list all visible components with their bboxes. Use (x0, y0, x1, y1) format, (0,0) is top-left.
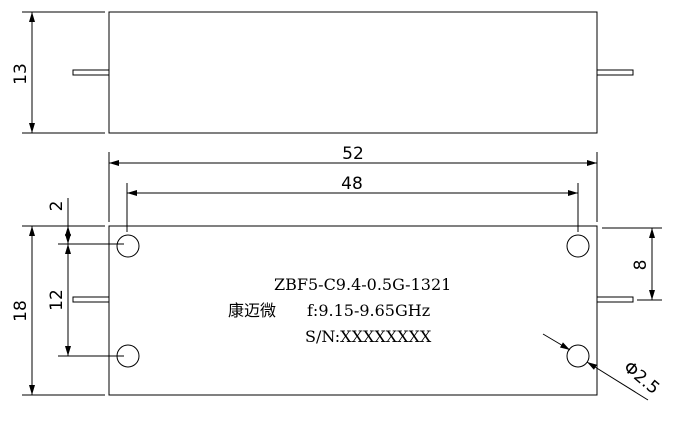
top-left-pin (72, 69, 110, 76)
front-left-pin (72, 296, 110, 303)
dim-hole-vertical-spacing-text: 12 (47, 289, 67, 311)
label-serial: S/N:XXXXXXXX (305, 327, 432, 346)
top-view-body (108, 11, 598, 134)
top-view: 13 (11, 11, 634, 134)
label-model: ZBF5-C9.4-0.5G-1321 (274, 275, 451, 294)
mount-hole-bottom-right (566, 344, 590, 368)
top-right-pin (596, 69, 634, 76)
front-view-body (108, 225, 598, 396)
label-brand: 康迈微 (228, 301, 276, 320)
mount-hole-top-left (116, 234, 140, 258)
mount-hole-top-right (566, 234, 590, 258)
dim-hole-spacing-text: 48 (341, 174, 363, 194)
label-frequency: f:9.15-9.65GHz (307, 301, 430, 320)
dim-body-height-text: 18 (11, 300, 31, 322)
dim-overall-length-text: 52 (342, 144, 364, 164)
front-right-pin (596, 296, 634, 303)
front-view: 52 48 18 2 12 8 (11, 144, 663, 401)
dim-hole-offset-text: 2 (47, 201, 67, 212)
dim-hole-diameter-leader (542, 333, 571, 351)
dim-hole-diameter-text: Φ2.5 (619, 358, 663, 399)
dim-connector-height-text: 8 (631, 260, 651, 271)
dim-top-height-text: 13 (11, 63, 31, 85)
